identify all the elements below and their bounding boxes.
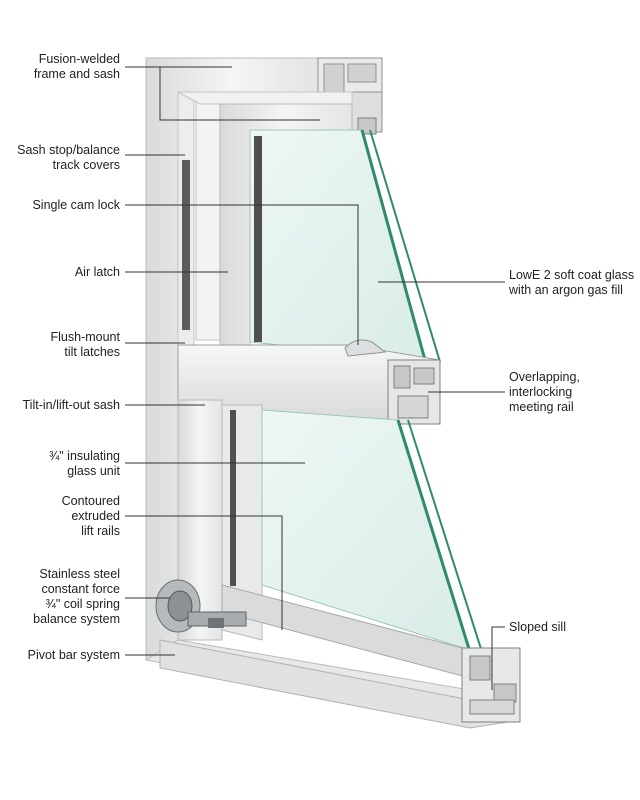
callout-line: Air latch (10, 265, 120, 280)
callout-line: Tilt-in/lift-out sash (0, 398, 120, 413)
callout-coil-spring: Stainless steel constant force ¾" coil s… (10, 567, 120, 627)
upper-sash (220, 104, 440, 362)
callout-line: tilt latches (10, 345, 120, 360)
lower-sash (178, 400, 482, 678)
callout-tilt-in: Tilt-in/lift-out sash (0, 398, 120, 413)
callout-single-cam-lock: Single cam lock (10, 198, 120, 213)
callout-line: interlocking (509, 385, 637, 400)
callout-sloped-sill: Sloped sill (509, 620, 629, 635)
callout-line: track covers (10, 158, 120, 173)
callout-line: Fusion-welded (20, 52, 120, 67)
callout-line: Overlapping, (509, 370, 637, 385)
callout-lowe-glass: LowE 2 soft coat glass with an argon gas… (509, 268, 637, 298)
callout-fusion-welded: Fusion-welded frame and sash (20, 52, 120, 82)
callout-line: Sash stop/balance (10, 143, 120, 158)
callout-line: constant force (10, 582, 120, 597)
callout-meeting-rail: Overlapping, interlocking meeting rail (509, 370, 637, 415)
callout-insulating-glass: ¾" insulating glass unit (10, 449, 120, 479)
callout-flush-mount: Flush-mount tilt latches (10, 330, 120, 360)
callout-line: glass unit (10, 464, 120, 479)
callout-air-latch: Air latch (10, 265, 120, 280)
callout-line: extruded (10, 509, 120, 524)
callout-line: Flush-mount (10, 330, 120, 345)
callout-line: Single cam lock (10, 198, 120, 213)
callout-line: ¾" insulating (10, 449, 120, 464)
callout-line: lift rails (10, 524, 120, 539)
callout-line: Stainless steel (10, 567, 120, 582)
callout-line: Contoured (10, 494, 120, 509)
callout-line: meeting rail (509, 400, 637, 415)
callout-line: balance system (10, 612, 120, 627)
callout-line: Sloped sill (509, 620, 629, 635)
callout-sash-stop: Sash stop/balance track covers (10, 143, 120, 173)
callout-line: frame and sash (20, 67, 120, 82)
callout-contoured-rails: Contoured extruded lift rails (10, 494, 120, 539)
callout-line: Pivot bar system (0, 648, 120, 663)
sloped-sill-profile (462, 648, 520, 722)
callout-line: with an argon gas fill (509, 283, 637, 298)
callout-pivot-bar: Pivot bar system (0, 648, 120, 663)
callout-line: ¾" coil spring (10, 597, 120, 612)
callout-line: LowE 2 soft coat glass (509, 268, 637, 283)
